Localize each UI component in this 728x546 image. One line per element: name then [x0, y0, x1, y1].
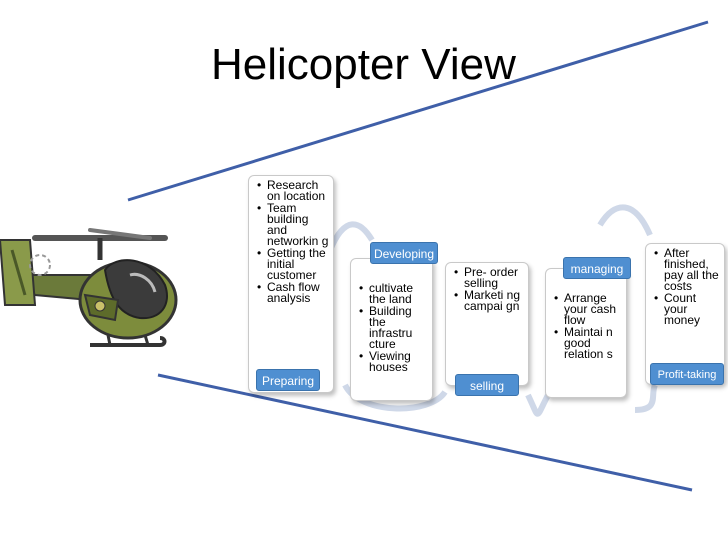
page-title: Helicopter View	[211, 40, 516, 89]
connector-1	[327, 221, 375, 252]
stage-label-preparing: Preparing	[256, 369, 320, 391]
list-item: Arrange your cash flow	[554, 292, 622, 326]
list-item: Count your money	[654, 292, 720, 326]
list-item: Maintai n good relation s	[554, 326, 622, 360]
list-item: Marketi ng campai gn	[454, 289, 524, 312]
lower-guide-line	[157, 373, 693, 492]
stage-card-developing: cultivate the land Building the infrastr…	[350, 258, 433, 401]
list-item: Research on location	[257, 179, 329, 202]
helicopter-icon	[0, 228, 178, 347]
stage-items: After finished, pay all the costs Count …	[652, 247, 720, 326]
stage-items: Research on location Team building and n…	[255, 179, 329, 304]
stage-label-profit-taking: Profit-taking	[650, 363, 724, 385]
list-item: cultivate the land	[359, 282, 428, 305]
stage-card-preparing: Research on location Team building and n…	[248, 175, 334, 393]
list-item: Getting the initial customer	[257, 247, 329, 281]
list-item: Team building and networkin g	[257, 202, 329, 247]
stage-items: cultivate the land Building the infrastr…	[357, 282, 428, 373]
stage-label-developing: Developing	[370, 242, 438, 264]
list-item: After finished, pay all the costs	[654, 247, 720, 292]
stage-card-selling: Pre- order selling Marketi ng campai gn	[445, 262, 529, 386]
upper-guide-line	[127, 20, 709, 202]
stage-card-managing: Arrange your cash flow Maintai n good re…	[545, 268, 627, 398]
list-item: Pre- order selling	[454, 266, 524, 289]
list-item: Viewing houses	[359, 350, 428, 373]
connector-4	[597, 204, 653, 237]
stage-items: Pre- order selling Marketi ng campai gn	[452, 266, 524, 312]
stage-items: Arrange your cash flow Maintai n good re…	[552, 292, 622, 360]
connector-5	[634, 383, 658, 413]
stage-label-selling: selling	[455, 374, 519, 396]
stage-label-managing: managing	[563, 257, 631, 279]
stage-card-profit-taking: After finished, pay all the costs Count …	[645, 243, 725, 385]
list-item: Building the infrastru cture	[359, 305, 428, 350]
connector-3	[525, 393, 551, 417]
list-item: Cash flow analysis	[257, 281, 329, 304]
